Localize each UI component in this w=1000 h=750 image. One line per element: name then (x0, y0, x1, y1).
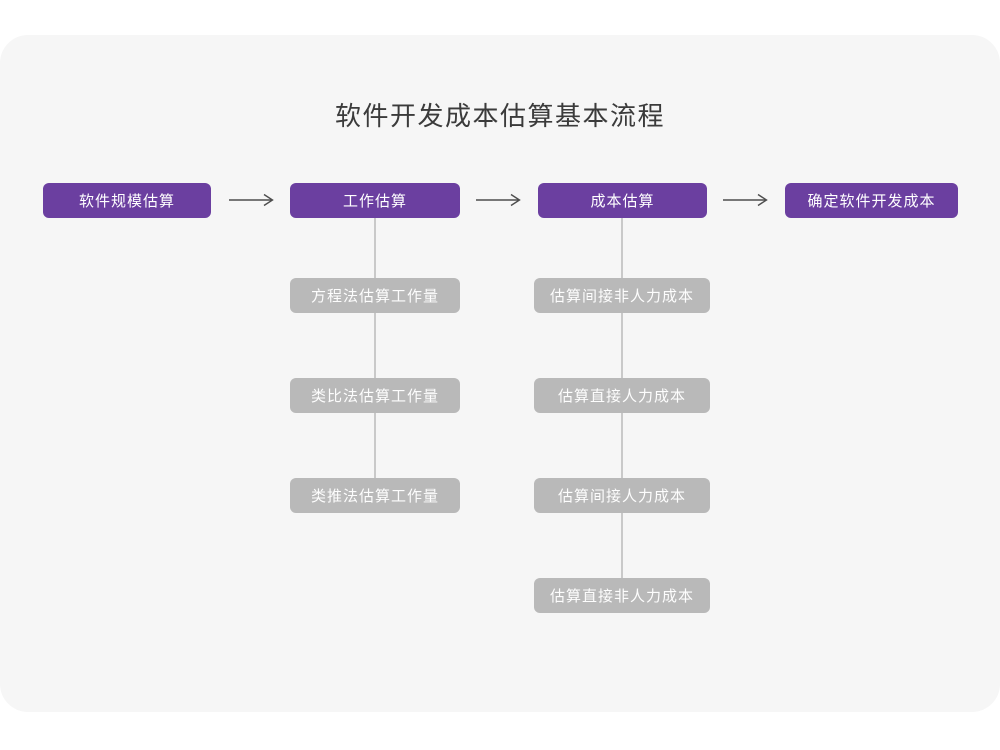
subnode-indirect-labor-cost: 估算间接人力成本 (534, 478, 710, 513)
node-work-estimation: 工作估算 (290, 183, 460, 218)
arrow-right-icon (475, 192, 523, 208)
diagram-title: 软件开发成本估算基本流程 (334, 101, 665, 131)
node-software-scale-estimation: 软件规模估算 (43, 183, 211, 218)
arrow-right-icon (228, 192, 276, 208)
subnode-comparison-method: 类比法估算工作量 (290, 378, 460, 413)
diagram-card (0, 35, 1000, 712)
node-cost-estimation: 成本估算 (538, 183, 707, 218)
subnode-direct-nonlabor-cost: 估算直接非人力成本 (534, 578, 710, 613)
subnode-equation-method: 方程法估算工作量 (290, 278, 460, 313)
subnode-analogy-method: 类推法估算工作量 (290, 478, 460, 513)
arrow-right-icon (722, 192, 770, 208)
node-determine-development-cost: 确定软件开发成本 (785, 183, 958, 218)
subnode-indirect-nonlabor-cost: 估算间接非人力成本 (534, 278, 710, 313)
subnode-direct-labor-cost: 估算直接人力成本 (534, 378, 710, 413)
work-column-connector-line (374, 218, 376, 480)
